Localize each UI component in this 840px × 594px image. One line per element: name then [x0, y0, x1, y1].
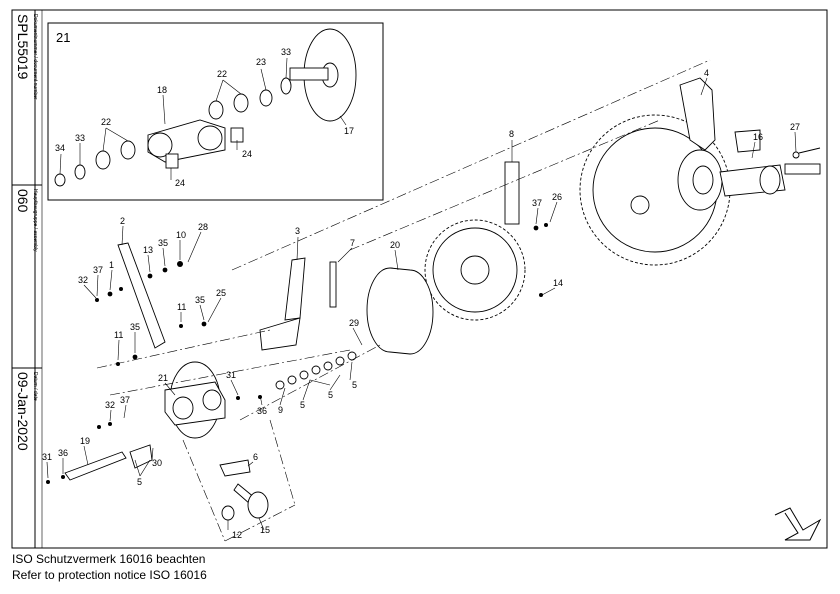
part-label-29: 29 — [349, 318, 359, 328]
hardware-bolts — [46, 223, 548, 484]
part-label-32-top: 32 — [78, 275, 88, 285]
assembly-label: Hauptbaugruppe / assembly — [32, 189, 38, 252]
drawing-frame — [11, 9, 828, 549]
part-label-14: 14 — [553, 278, 563, 288]
part-label-15: 15 — [260, 525, 270, 535]
part-label-37-mid: 37 — [120, 395, 130, 405]
part-label-32-mid: 32 — [105, 400, 115, 410]
part-label-2: 2 — [120, 216, 125, 226]
inset-leaders — [59, 57, 347, 180]
inset-box — [47, 22, 384, 201]
date-value: 09-Jan-2020 — [15, 372, 31, 451]
inset-label-24-right: 24 — [242, 149, 252, 159]
part-label-31-low: 31 — [42, 452, 52, 462]
inset-label-33-top: 33 — [281, 47, 291, 57]
protection-notice-de: ISO Schutzvermerk 16016 beachten — [12, 552, 206, 566]
part-label-13: 13 — [143, 245, 153, 255]
part-label-28: 28 — [198, 222, 208, 232]
part-label-26: 26 — [552, 192, 562, 202]
assembly-number: 060 — [15, 189, 31, 213]
leader-lines — [46, 77, 797, 531]
protection-notice-en: Refer to protection notice ISO 16016 — [12, 568, 207, 582]
part-label-37-left: 37 — [93, 265, 103, 275]
part-label-5-a: 5 — [300, 400, 305, 410]
part-label-27: 27 — [790, 122, 800, 132]
document-number: SPL55019 — [15, 14, 31, 80]
date-label: Datum / date — [32, 372, 38, 401]
part-label-1: 1 — [109, 260, 114, 270]
part-label-16: 16 — [753, 132, 763, 142]
part-label-5-d: 5 — [137, 477, 142, 487]
part-label-11-mid: 11 — [177, 302, 186, 312]
part-label-21: 21 — [158, 373, 168, 383]
main-parts — [64, 77, 821, 521]
inset-parts — [54, 28, 357, 187]
inset-label-22-top: 22 — [217, 69, 227, 79]
part-label-6: 6 — [253, 452, 258, 462]
part-label-8: 8 — [509, 129, 514, 139]
part-label-19: 19 — [80, 436, 90, 446]
direction-arrow-icon — [774, 507, 822, 541]
inset-label-34: 34 — [55, 143, 65, 153]
inset-label-22-left: 22 — [101, 117, 111, 127]
part-label-36-low: 36 — [58, 448, 68, 458]
inset-label-24-bottom: 24 — [175, 178, 185, 188]
part-label-30: 30 — [152, 458, 162, 468]
inset-label-23: 23 — [256, 57, 266, 67]
inset-label-17: 17 — [344, 126, 354, 136]
part-label-5-b: 5 — [328, 390, 333, 400]
part-label-5-c: 5 — [352, 380, 357, 390]
part-label-37-right: 37 — [532, 198, 542, 208]
part-label-36-mid: 36 — [257, 406, 267, 416]
assembly-axes — [96, 59, 711, 542]
part-label-20: 20 — [390, 240, 400, 250]
part-label-7: 7 — [350, 238, 355, 248]
part-label-35-top: 35 — [158, 238, 168, 248]
part-label-11-low: 11 — [114, 330, 123, 340]
part-label-12: 12 — [232, 530, 242, 540]
inset-label-33-left: 33 — [75, 133, 85, 143]
part-label-35-low: 35 — [130, 322, 140, 332]
part-label-4: 4 — [704, 68, 709, 78]
part-label-9: 9 — [278, 405, 283, 415]
part-label-35-mid: 35 — [195, 295, 205, 305]
inset-label-18: 18 — [157, 85, 167, 95]
document-number-label: Dokumentnummer / document number — [32, 14, 38, 100]
part-label-10: 10 — [176, 230, 186, 240]
part-label-3: 3 — [295, 226, 300, 236]
inset-label: 21 — [56, 30, 70, 45]
part-label-31-mid: 31 — [226, 370, 236, 380]
part-label-25: 25 — [216, 288, 226, 298]
